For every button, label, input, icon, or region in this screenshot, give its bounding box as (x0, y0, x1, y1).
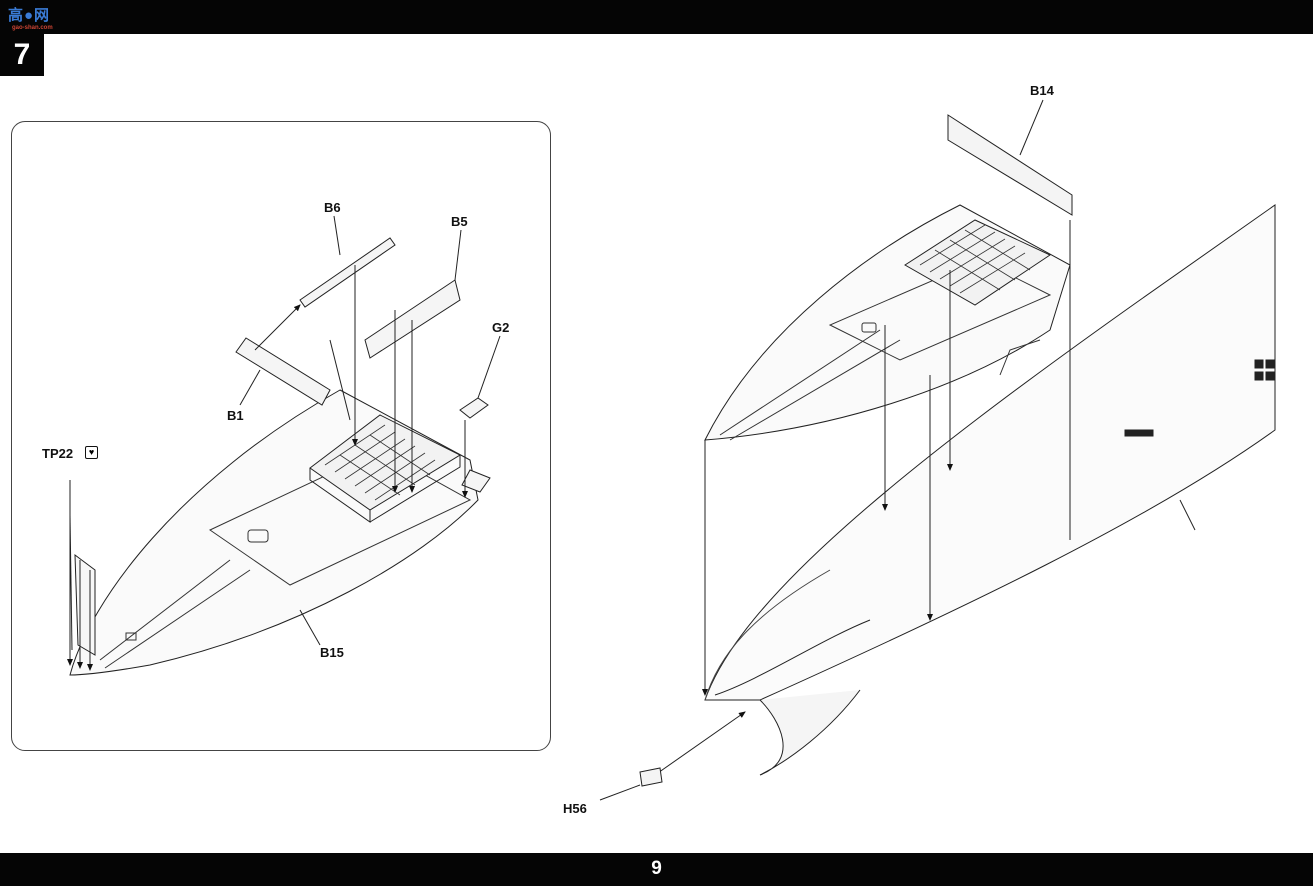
inset-drawing (67, 215, 501, 676)
label-h56: H56 (563, 801, 587, 816)
label-b1: B1 (227, 408, 244, 423)
main-drawing (599, 99, 1276, 801)
site-logo[interactable]: 高●网 gao-shan.com (4, 4, 66, 32)
part-b14 (947, 114, 1073, 216)
logo-subtext: gao-shan.com (12, 25, 53, 31)
label-b5: B5 (451, 214, 468, 229)
label-b6: B6 (324, 200, 341, 215)
label-b15: B15 (320, 645, 344, 660)
part-g2 (459, 397, 489, 419)
detail-inset-frame (11, 121, 551, 751)
label-b14: B14 (1030, 83, 1054, 98)
label-g2: G2 (492, 320, 510, 335)
logo-text: 高●网 (8, 7, 51, 24)
part-b1 (235, 337, 331, 406)
part-h56 (639, 767, 663, 787)
step-number: 7 (0, 34, 44, 76)
broken-heart-icon: ♥ (85, 446, 98, 459)
bottom-bar: 9 (0, 853, 1313, 886)
hull (704, 204, 1276, 701)
part-b5 (364, 279, 461, 359)
page-number: 9 (651, 858, 662, 879)
label-tp22: TP22 (42, 446, 74, 461)
top-bar: 高●网 gao-shan.com (0, 0, 1313, 34)
part-b6 (299, 237, 396, 308)
